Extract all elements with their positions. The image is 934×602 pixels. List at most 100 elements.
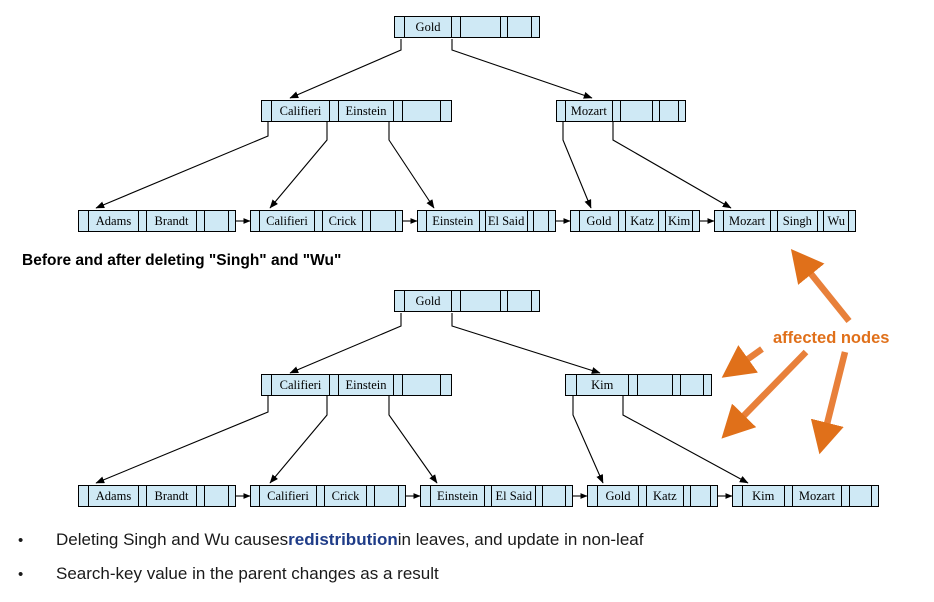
pointer-cell <box>79 486 89 506</box>
before-leaf-einstein[interactable]: Einstein El Said <box>417 210 556 232</box>
empty-key-cell <box>461 17 501 37</box>
key-cell: Mozart <box>723 211 772 231</box>
key-cell: Crick <box>325 486 367 506</box>
next-leaf-pointer-cell <box>693 211 699 231</box>
key-cell: Katz <box>625 211 660 231</box>
key-cell: Einstein <box>430 486 486 506</box>
pointer-cell <box>394 101 403 121</box>
pointer-cell <box>715 211 724 231</box>
key-cell: Mozart <box>565 101 613 121</box>
before-root-node[interactable]: Gold <box>394 16 540 38</box>
pointer-cell <box>330 101 339 121</box>
bullet-marker: • <box>18 532 24 549</box>
pointer-cell <box>421 486 431 506</box>
pointer-cell <box>395 291 405 311</box>
after-leaf-kim[interactable]: Kim Mozart <box>732 485 879 507</box>
before-leaf-adams[interactable]: Adams Brandt <box>78 210 236 232</box>
pointer-cell <box>395 17 405 37</box>
pointer-cell <box>619 211 626 231</box>
key-cell: Kim <box>576 375 629 395</box>
key-cell: Kim <box>742 486 785 506</box>
empty-key-cell <box>637 375 674 395</box>
before-leaf-mozart[interactable]: Mozart Singh Wu <box>714 210 856 232</box>
pointer-cell <box>673 375 682 395</box>
key-cell: Brandt <box>147 486 197 506</box>
key-cell: Brandt <box>147 211 197 231</box>
empty-key-cell <box>403 101 441 121</box>
pointer-cell <box>532 17 539 37</box>
pointer-cell <box>771 211 779 231</box>
pointer-cell <box>628 375 638 395</box>
pointer-cell <box>557 101 566 121</box>
after-root-node[interactable]: Gold <box>394 290 540 312</box>
key-cell: Adams <box>89 211 139 231</box>
pointer-cell <box>683 486 692 506</box>
key-cell: Mozart <box>792 486 843 506</box>
pointer-cell <box>588 486 598 506</box>
pointer-cell <box>500 17 509 37</box>
pointer-cell <box>639 486 648 506</box>
key-cell: Crick <box>323 211 363 231</box>
empty-key-cell <box>543 486 567 506</box>
key-cell: Einstein <box>339 101 394 121</box>
pointer-cell <box>330 375 339 395</box>
next-leaf-pointer-cell <box>849 211 855 231</box>
pointer-cell <box>842 486 851 506</box>
key-cell: Califieri <box>272 101 330 121</box>
after-leaf-califieri[interactable]: Califieri Crick <box>250 485 406 507</box>
empty-key-cell <box>461 291 501 311</box>
key-cell: Kim <box>666 211 694 231</box>
before-internal-right-node[interactable]: Mozart <box>556 100 686 122</box>
after-internal-left-node[interactable]: Califieri Einstein <box>261 374 452 396</box>
middle-caption: Before and after deleting "Singh" and "W… <box>22 252 342 269</box>
next-leaf-pointer-cell <box>399 486 405 506</box>
after-leaf-adams[interactable]: Adams Brandt <box>78 485 236 507</box>
pointer-cell <box>485 486 493 506</box>
pointer-cell <box>612 101 621 121</box>
before-leaf-gold[interactable]: Gold Katz Kim <box>570 210 700 232</box>
next-leaf-pointer-cell <box>229 486 235 506</box>
after-leaf-einstein[interactable]: Einstein El Said <box>420 485 573 507</box>
pointer-cell <box>394 375 403 395</box>
pointer-cell <box>363 211 371 231</box>
pointer-cell <box>479 211 486 231</box>
next-leaf-pointer-cell <box>711 486 717 506</box>
before-leaf-califieri[interactable]: Califieri Crick <box>250 210 403 232</box>
empty-key-cell <box>533 211 550 231</box>
empty-key-cell <box>508 291 533 311</box>
key-cell: Califieri <box>260 211 315 231</box>
after-leaf-gold[interactable]: Gold Katz <box>587 485 718 507</box>
pointer-cell <box>452 291 462 311</box>
bullet-keyword-redistribution: redistribution <box>288 530 398 549</box>
after-internal-right-node[interactable]: Kim <box>565 374 712 396</box>
empty-key-cell <box>403 375 441 395</box>
pointer-cell <box>571 211 580 231</box>
pointer-cell <box>653 101 661 121</box>
pointer-cell <box>817 211 825 231</box>
key-cell: Katz <box>647 486 684 506</box>
key-cell: Singh <box>778 211 818 231</box>
pointer-cell <box>197 486 205 506</box>
bullet-text-pre: Deleting Singh and Wu causes <box>56 530 289 549</box>
pointer-cell <box>441 101 448 121</box>
pointer-cell <box>441 375 448 395</box>
key-cell: Wu <box>824 211 850 231</box>
pointer-cell <box>251 211 260 231</box>
key-cell: Gold <box>597 486 640 506</box>
next-leaf-pointer-cell <box>872 486 878 506</box>
pointer-cell <box>784 486 793 506</box>
empty-key-cell <box>371 211 396 231</box>
pointer-cell <box>733 486 743 506</box>
before-internal-left-node[interactable]: Califieri Einstein <box>261 100 452 122</box>
pointer-cell <box>317 486 325 506</box>
pointer-cell <box>566 375 577 395</box>
pointer-cell <box>527 211 534 231</box>
empty-key-cell <box>375 486 399 506</box>
pointer-cell <box>262 101 272 121</box>
pointer-cell <box>452 17 462 37</box>
pointer-cell <box>315 211 323 231</box>
next-leaf-pointer-cell <box>549 211 556 231</box>
empty-key-cell <box>691 486 712 506</box>
key-cell: Califieri <box>260 486 317 506</box>
empty-key-cell <box>681 375 705 395</box>
